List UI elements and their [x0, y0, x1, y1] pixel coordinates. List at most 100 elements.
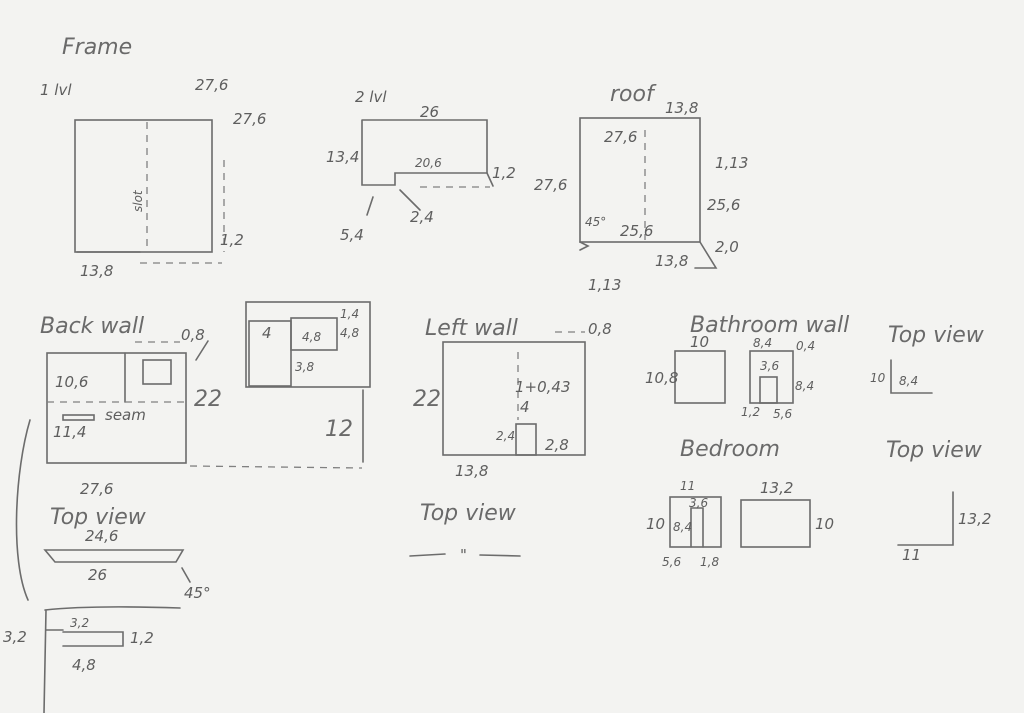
window-top-dim: 1,4: [340, 307, 359, 321]
back-wall-dash: [189, 465, 363, 469]
arrow-icon: [399, 189, 421, 211]
roof-bottom-width-dim: 13,8: [655, 252, 688, 270]
back-top-view: Top view 24,6 26 45° 3,2 3,2 1,2 4,8: [3, 505, 211, 713]
back-wall-seam-slot: [62, 414, 95, 421]
window-detail-left: [248, 320, 292, 387]
roof-corner-dim: 2,0: [715, 238, 739, 256]
back-wall-thickness-dim: 0,8: [181, 326, 205, 344]
bathroom-b-side-dim: 8,4: [795, 379, 814, 393]
floor1-drawing: 1 lvl slot 27,6 27,6 1,2 13,8: [40, 76, 266, 280]
bathroom-a-side-dim: 10,8: [645, 369, 678, 387]
bedroom-a-side-dim: 10: [646, 515, 665, 533]
floor2-height-dim: 13,4: [326, 148, 359, 166]
roof-angle: 45°: [585, 215, 606, 229]
detail-left-dim: 3,2: [3, 628, 27, 646]
window-mid-dim: 4,8: [302, 330, 321, 344]
bedroom-door: [690, 507, 704, 548]
window-side-dim: 4,8: [340, 326, 359, 340]
floor2-title: 2 lvl: [355, 88, 387, 106]
roof-title: roof: [610, 82, 657, 107]
back-wall-title: Back wall: [40, 314, 144, 339]
left-wall-top-view-title: Top view: [420, 501, 517, 526]
arrow-icon: [181, 567, 191, 583]
floor2-notch-dim: 5,4: [340, 226, 364, 244]
floor2-drawing: 2 lvl 26 13,4 20,6 1,2 5,4 2,4: [326, 88, 516, 244]
bathroom-b-right-dim: 5,6: [773, 407, 792, 421]
left-wall-width-dim: 13,8: [455, 462, 488, 480]
detail-right-dim: 1,2: [130, 629, 154, 647]
bedroom-top-view-title: Top view: [886, 438, 983, 463]
roof-left-dim: 27,6: [534, 176, 567, 194]
back-top-view-top-dim: 24,6: [85, 527, 118, 545]
left-wall-door: [515, 423, 537, 456]
back-top-view-angle: 45°: [184, 584, 211, 602]
bathroom-b-top-dim: 8,4: [753, 336, 772, 350]
bathroom-b-thick-dim: 0,4: [796, 339, 815, 353]
page-title: Frame: [62, 35, 132, 60]
left-wall-thickness-dim: 0,8: [588, 320, 612, 338]
left-wall-drawing: Left wall 0,8 22 1+0,43 4 2,4 2,8 13,8 T…: [409, 316, 612, 564]
roof-right-arrow-dim: 1,13: [715, 154, 748, 172]
roof-top-dim: 13,8: [665, 99, 698, 117]
roof-left-arrow-dim: 1,13: [588, 276, 621, 294]
left-wall-note: 1+0,43: [515, 378, 571, 396]
left-wall-title: Left wall: [425, 316, 518, 341]
floor2-inner-dim: 20,6: [415, 156, 442, 170]
floor2-top-dim: 26: [420, 103, 439, 121]
floor1-slot-label: slot: [131, 189, 145, 212]
floor2-edge-dim: 1,2: [492, 164, 516, 182]
back-wall-height-dim: 22: [194, 387, 222, 412]
roof-drawing: roof 13,8 27,6 1,13 25,6 27,6 45° 25,6 2…: [534, 82, 748, 294]
bedroom-top-view-base: 11: [902, 546, 921, 564]
back-wall-lower-dim: 11,4: [53, 423, 86, 441]
detail-bottom-dim: 4,8: [72, 656, 96, 674]
bedroom-wall-b: [740, 499, 811, 548]
left-wall-top-line: [479, 554, 521, 557]
left-wall-outline: [442, 341, 586, 456]
bedroom-door-dim: 3,6: [689, 496, 708, 510]
window-height-dim: 12: [325, 417, 353, 442]
roof-bottom-dim: 25,6: [620, 222, 653, 240]
detail-edges: [43, 606, 181, 713]
window-w-dim: 4: [262, 324, 272, 342]
bathroom-top-view-side: 10: [870, 371, 886, 385]
detail-bar: [62, 631, 124, 647]
floor1-outline: [74, 119, 213, 253]
floor1-side-dim: 27,6: [233, 110, 266, 128]
detail-inner-dim: 3,2: [70, 616, 89, 630]
back-wall-window: [142, 359, 172, 385]
bathroom-a-top-dim: 10: [690, 333, 709, 351]
roof-corner: [694, 241, 718, 269]
bathroom-door: [759, 376, 778, 404]
bedroom-top-view-shape: [897, 491, 954, 546]
back-wall-upper-dim: 10,6: [55, 373, 88, 391]
back-wall-width-dim: 27,6: [80, 480, 113, 498]
floor2-outline: [361, 119, 488, 186]
floor2-step-dim: 2,4: [410, 208, 434, 226]
bathroom-door-dim: 3,6: [760, 359, 779, 373]
bathroom-b-left-dim: 1,2: [741, 405, 760, 419]
bathroom-wall-a: [674, 350, 726, 404]
arrow-icon: [366, 196, 374, 216]
bathroom-top-view-title: Top view: [888, 323, 985, 348]
left-wall-door-h-dim: 4: [520, 398, 530, 416]
left-wall-right-dim: 2,8: [545, 436, 569, 454]
bedroom-a-left-dim: 5,6: [662, 555, 681, 569]
roof-inner-top-dim: 27,6: [604, 128, 637, 146]
window-detail-outline: [245, 301, 371, 388]
bedroom-door-h-dim: 8,4: [673, 520, 692, 534]
left-wall-height-dim: 22: [413, 387, 441, 412]
floor1-width-dim: 13,8: [80, 262, 113, 280]
left-wall-top-line: [409, 553, 446, 557]
window-drop-dim: 3,8: [295, 360, 314, 374]
bedroom-drawing: Bedroom 11 3,6 8,4 10 5,6 1,8 13,2 10 To…: [646, 437, 991, 569]
bedroom-title: Bedroom: [680, 437, 780, 462]
bedroom-b-side-dim: 10: [815, 515, 834, 533]
back-top-view-title: Top view: [50, 505, 147, 530]
window-detail-mid: [290, 317, 338, 351]
bedroom-a-right-dim: 1,8: [700, 555, 719, 569]
bedroom-wall-a: [669, 496, 722, 548]
floor1-top-dim: 27,6: [195, 76, 228, 94]
bathroom-top-view-base: 8,4: [899, 374, 918, 388]
back-top-view-bottom-dim: 26: [88, 566, 107, 584]
